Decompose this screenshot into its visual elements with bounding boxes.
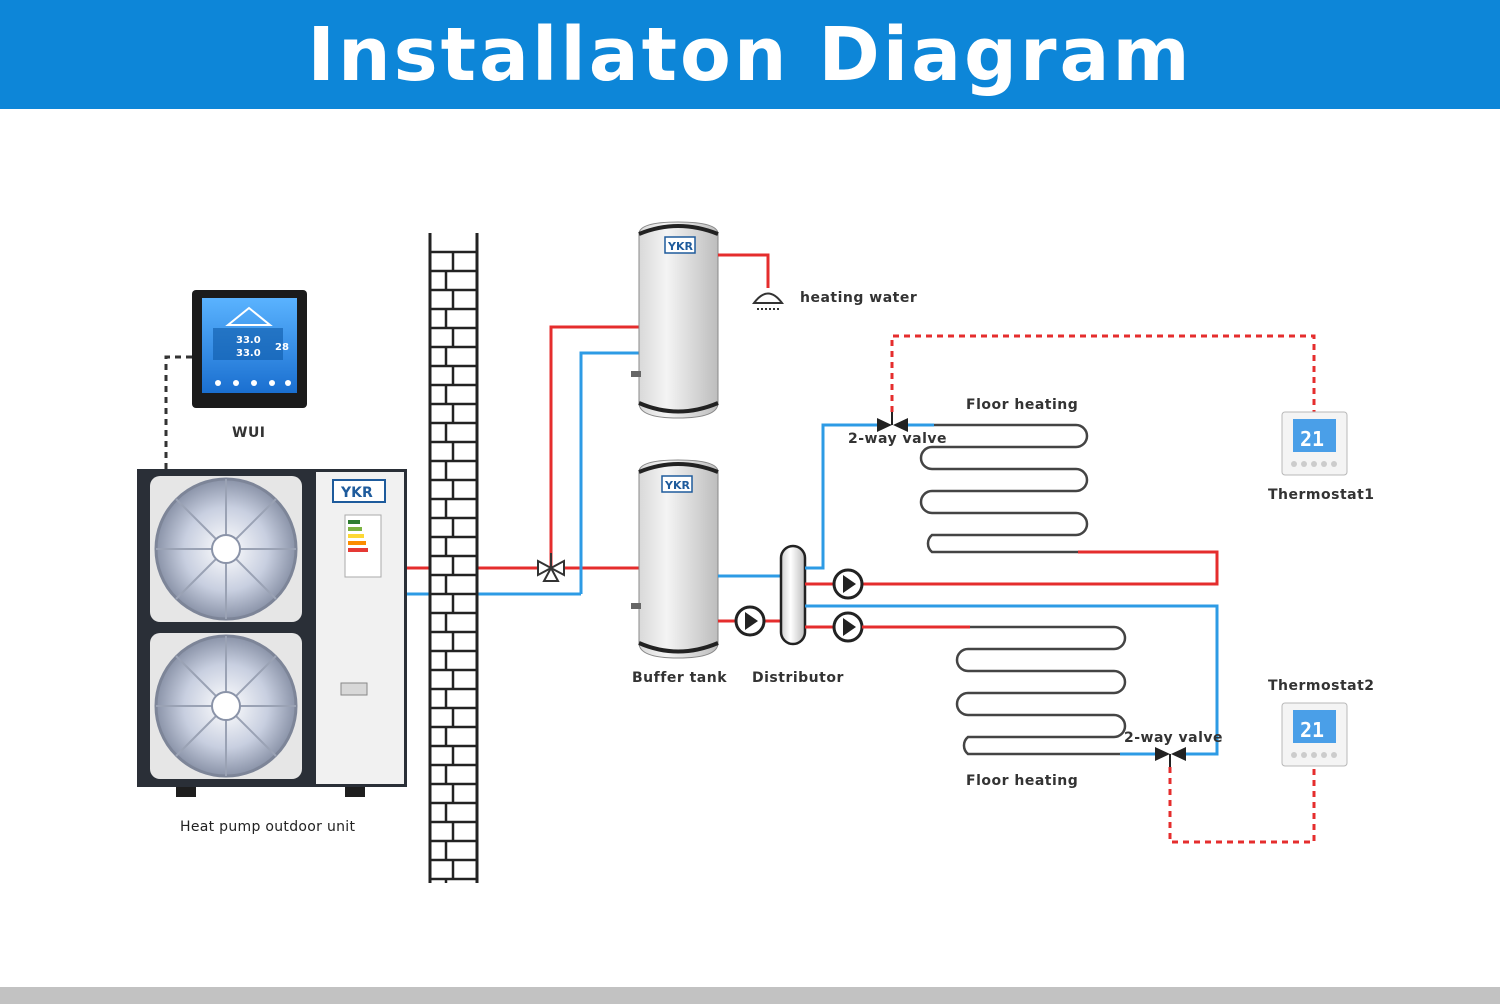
thermostat1-label: Thermostat1 (1268, 487, 1375, 503)
distributor (779, 544, 807, 646)
thermostat1: 21 (1281, 411, 1348, 476)
three-way-valve (537, 553, 565, 582)
upper-circuit-supply-pipe (862, 550, 1219, 586)
page-title: Installaton Diagram (307, 11, 1193, 98)
dhw-return-pipe (579, 351, 639, 594)
footer-bar (0, 987, 1500, 1004)
brand-logo-plate (332, 479, 386, 503)
dhw-tank: YKR (631, 221, 719, 419)
pump-lower-icon (832, 611, 864, 643)
hot-water-outlet-pipe (718, 253, 770, 288)
thermostat1-display: 21 (1300, 427, 1324, 451)
floor-heating-top-label: Floor heating (966, 397, 1078, 413)
energy-label (344, 514, 382, 578)
wui-controller: 33.0 33.0 28 (192, 290, 307, 408)
floor-heating-coil-top (919, 423, 1089, 554)
unit-handle (340, 682, 368, 696)
valve-bottom-label: 2-way valve (1124, 730, 1223, 746)
home-icon (225, 306, 273, 326)
buffer-tank: YKR (631, 459, 719, 659)
upper-circuit-return-pipe (805, 423, 877, 570)
distributor-label: Distributor (752, 670, 844, 686)
two-way-valve-bottom-icon (1155, 747, 1186, 767)
circulation-pump-icon (734, 605, 766, 637)
thermostat2-signal-line (1168, 767, 1316, 844)
heating-water-label: heating water (800, 290, 917, 306)
outdoor-unit-label: Heat pump outdoor unit (180, 819, 355, 835)
title-bar: Installaton Diagram (0, 0, 1500, 109)
thermostat1-signal-line (890, 334, 1316, 412)
wui-signal-line (164, 355, 192, 470)
shower-head-icon (752, 292, 784, 310)
lower-circuit-return-pipe (805, 604, 1219, 756)
wui-temp-c: 28 (275, 342, 289, 353)
floor-heating-coil-bottom (955, 625, 1127, 756)
two-way-valve-top-icon (877, 412, 908, 432)
wui-temp-b: 33.0 (236, 348, 261, 359)
dhw-tank-logo: YKR (667, 240, 693, 253)
brick-wall (428, 233, 479, 883)
buffer-tank-label: Buffer tank (632, 670, 727, 686)
outdoor-unit-logo: YKR (340, 485, 373, 501)
thermostat2-display: 21 (1300, 718, 1324, 742)
dhw-supply-pipe (549, 325, 639, 568)
pump-upper-icon (832, 568, 864, 600)
thermostat2-label: Thermostat2 (1268, 678, 1375, 694)
floor-heating-bottom-label: Floor heating (966, 773, 1078, 789)
wui-temp-a: 33.0 (236, 335, 261, 346)
thermostat2: 21 (1281, 702, 1348, 767)
outdoor-unit: YKR (137, 469, 407, 797)
wui-label: WUI (232, 425, 266, 441)
buffer-tank-logo: YKR (664, 479, 690, 492)
valve-top-label: 2-way valve (848, 431, 947, 447)
